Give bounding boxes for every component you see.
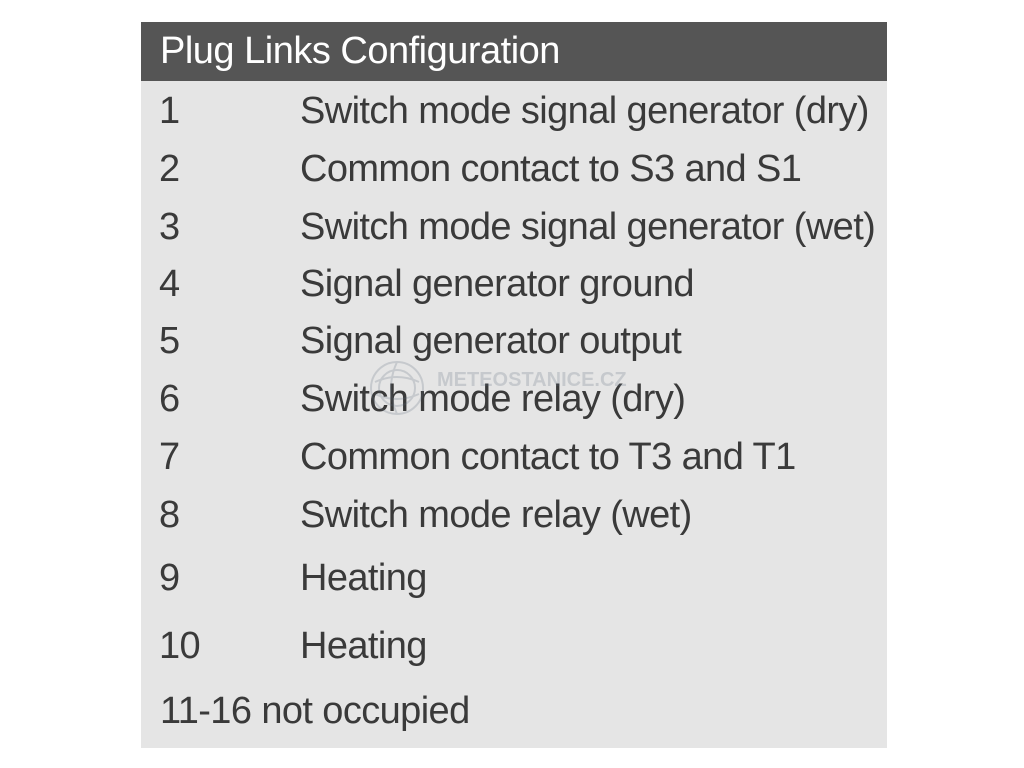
pin-description: Switch mode relay (wet)	[300, 493, 692, 536]
pin-number: 2	[159, 147, 180, 190]
table-row: 7 Common contact to T3 and T1	[141, 432, 887, 482]
pin-description: Switch mode signal generator (wet)	[300, 205, 876, 248]
pin-description: Common contact to S3 and S1	[300, 147, 802, 190]
table-row: 3 Switch mode signal generator (wet)	[141, 202, 887, 252]
pin-number: 10	[159, 624, 201, 667]
pin-description: Heating	[300, 556, 427, 599]
pin-number: 6	[159, 377, 180, 420]
table-row: 8 Switch mode relay (wet)	[141, 490, 887, 540]
table-row: 10 Heating	[141, 621, 887, 671]
table-row: 1 Switch mode signal generator (dry)	[141, 86, 887, 136]
table-header: Plug Links Configuration	[141, 22, 887, 81]
plug-links-table: Plug Links Configuration 1 Switch mode s…	[141, 22, 887, 748]
pin-description: Signal generator output	[300, 319, 682, 362]
pin-number: 4	[159, 262, 180, 305]
pin-number: 8	[159, 493, 180, 536]
table-title: Plug Links Configuration	[160, 30, 560, 72]
pin-description: Heating	[300, 624, 427, 667]
pin-description: Switch mode signal generator (dry)	[300, 89, 869, 132]
pin-description: Switch mode relay (dry)	[300, 377, 686, 420]
pin-number: 5	[159, 319, 180, 362]
table-footer: 11-16 not occupied	[160, 690, 470, 732]
table-row: 6 Switch mode relay (dry)	[141, 374, 887, 424]
pin-number: 9	[159, 556, 180, 599]
pin-number: 7	[159, 435, 180, 478]
table-row: 4 Signal generator ground	[141, 259, 887, 309]
table-row: 5 Signal generator output	[141, 316, 887, 366]
pin-number: 1	[159, 89, 180, 132]
pin-description: Common contact to T3 and T1	[300, 435, 796, 478]
pin-description: Signal generator ground	[300, 262, 695, 305]
pin-number: 3	[159, 205, 180, 248]
table-row: 9 Heating	[141, 553, 887, 603]
table-row: 2 Common contact to S3 and S1	[141, 144, 887, 194]
